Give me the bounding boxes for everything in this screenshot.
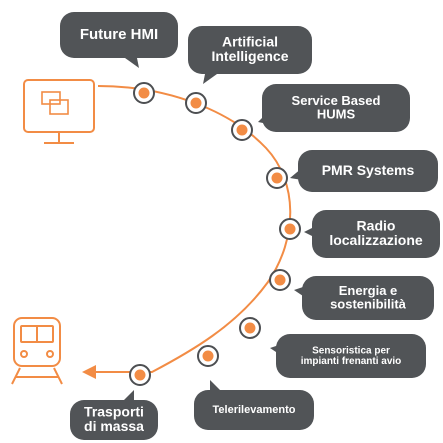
bubble-label: Service Based xyxy=(292,93,381,108)
bubble-label: Radio xyxy=(357,218,396,234)
bubble-label: Energia e xyxy=(339,283,398,298)
bubble-label: Sensoristica per xyxy=(312,346,390,357)
milestone-point xyxy=(231,119,253,141)
milestone-point xyxy=(269,269,291,291)
bubble-label: Artificial xyxy=(222,34,278,50)
bubble-label: Intelligence xyxy=(211,48,288,64)
bubble-tail xyxy=(203,74,217,84)
bubble-tail xyxy=(210,380,222,392)
milestone-point xyxy=(239,317,261,339)
milestone-point xyxy=(266,167,288,189)
bubble-tail xyxy=(122,390,134,402)
bubble-label: PMR Systems xyxy=(322,162,415,178)
monitor-icon xyxy=(23,79,95,144)
milestone-point xyxy=(197,345,219,367)
bubble-future-hmi: Future HMI xyxy=(60,12,178,68)
milestone-points xyxy=(129,82,301,386)
bubble-label: sostenibilità xyxy=(330,296,407,311)
bubble-label: impianti frenanti avio xyxy=(301,356,402,367)
arrow-head-icon xyxy=(82,365,96,379)
bubble-shape xyxy=(302,276,434,320)
bubble-shape xyxy=(194,390,314,430)
bubble-label: localizzazione xyxy=(329,232,423,248)
bubble-tail xyxy=(125,58,139,68)
bubble-label: Trasporti xyxy=(84,404,144,420)
milestone-point xyxy=(279,218,301,240)
bubble-shape xyxy=(70,400,158,440)
bubble-shape xyxy=(60,12,178,58)
bubble-label: di massa xyxy=(84,418,144,434)
train-icon xyxy=(11,317,63,385)
bubble-pmr-systems: PMR Systems xyxy=(290,150,438,192)
bubble-label: HUMS xyxy=(317,106,356,121)
bubble-label: Future HMI xyxy=(80,26,158,43)
milestone-point xyxy=(129,364,151,386)
bubble-shape xyxy=(298,150,438,192)
bubble-shape xyxy=(262,84,410,132)
bubble-label: Telerilevamento xyxy=(213,404,296,416)
bubble-shape xyxy=(188,26,312,74)
bubble-shape xyxy=(276,334,426,378)
bubble-telerilevamento: Telerilevamento xyxy=(194,380,314,430)
milestone-point xyxy=(185,92,207,114)
bubble-shape xyxy=(312,210,440,258)
milestone-point xyxy=(133,82,155,104)
